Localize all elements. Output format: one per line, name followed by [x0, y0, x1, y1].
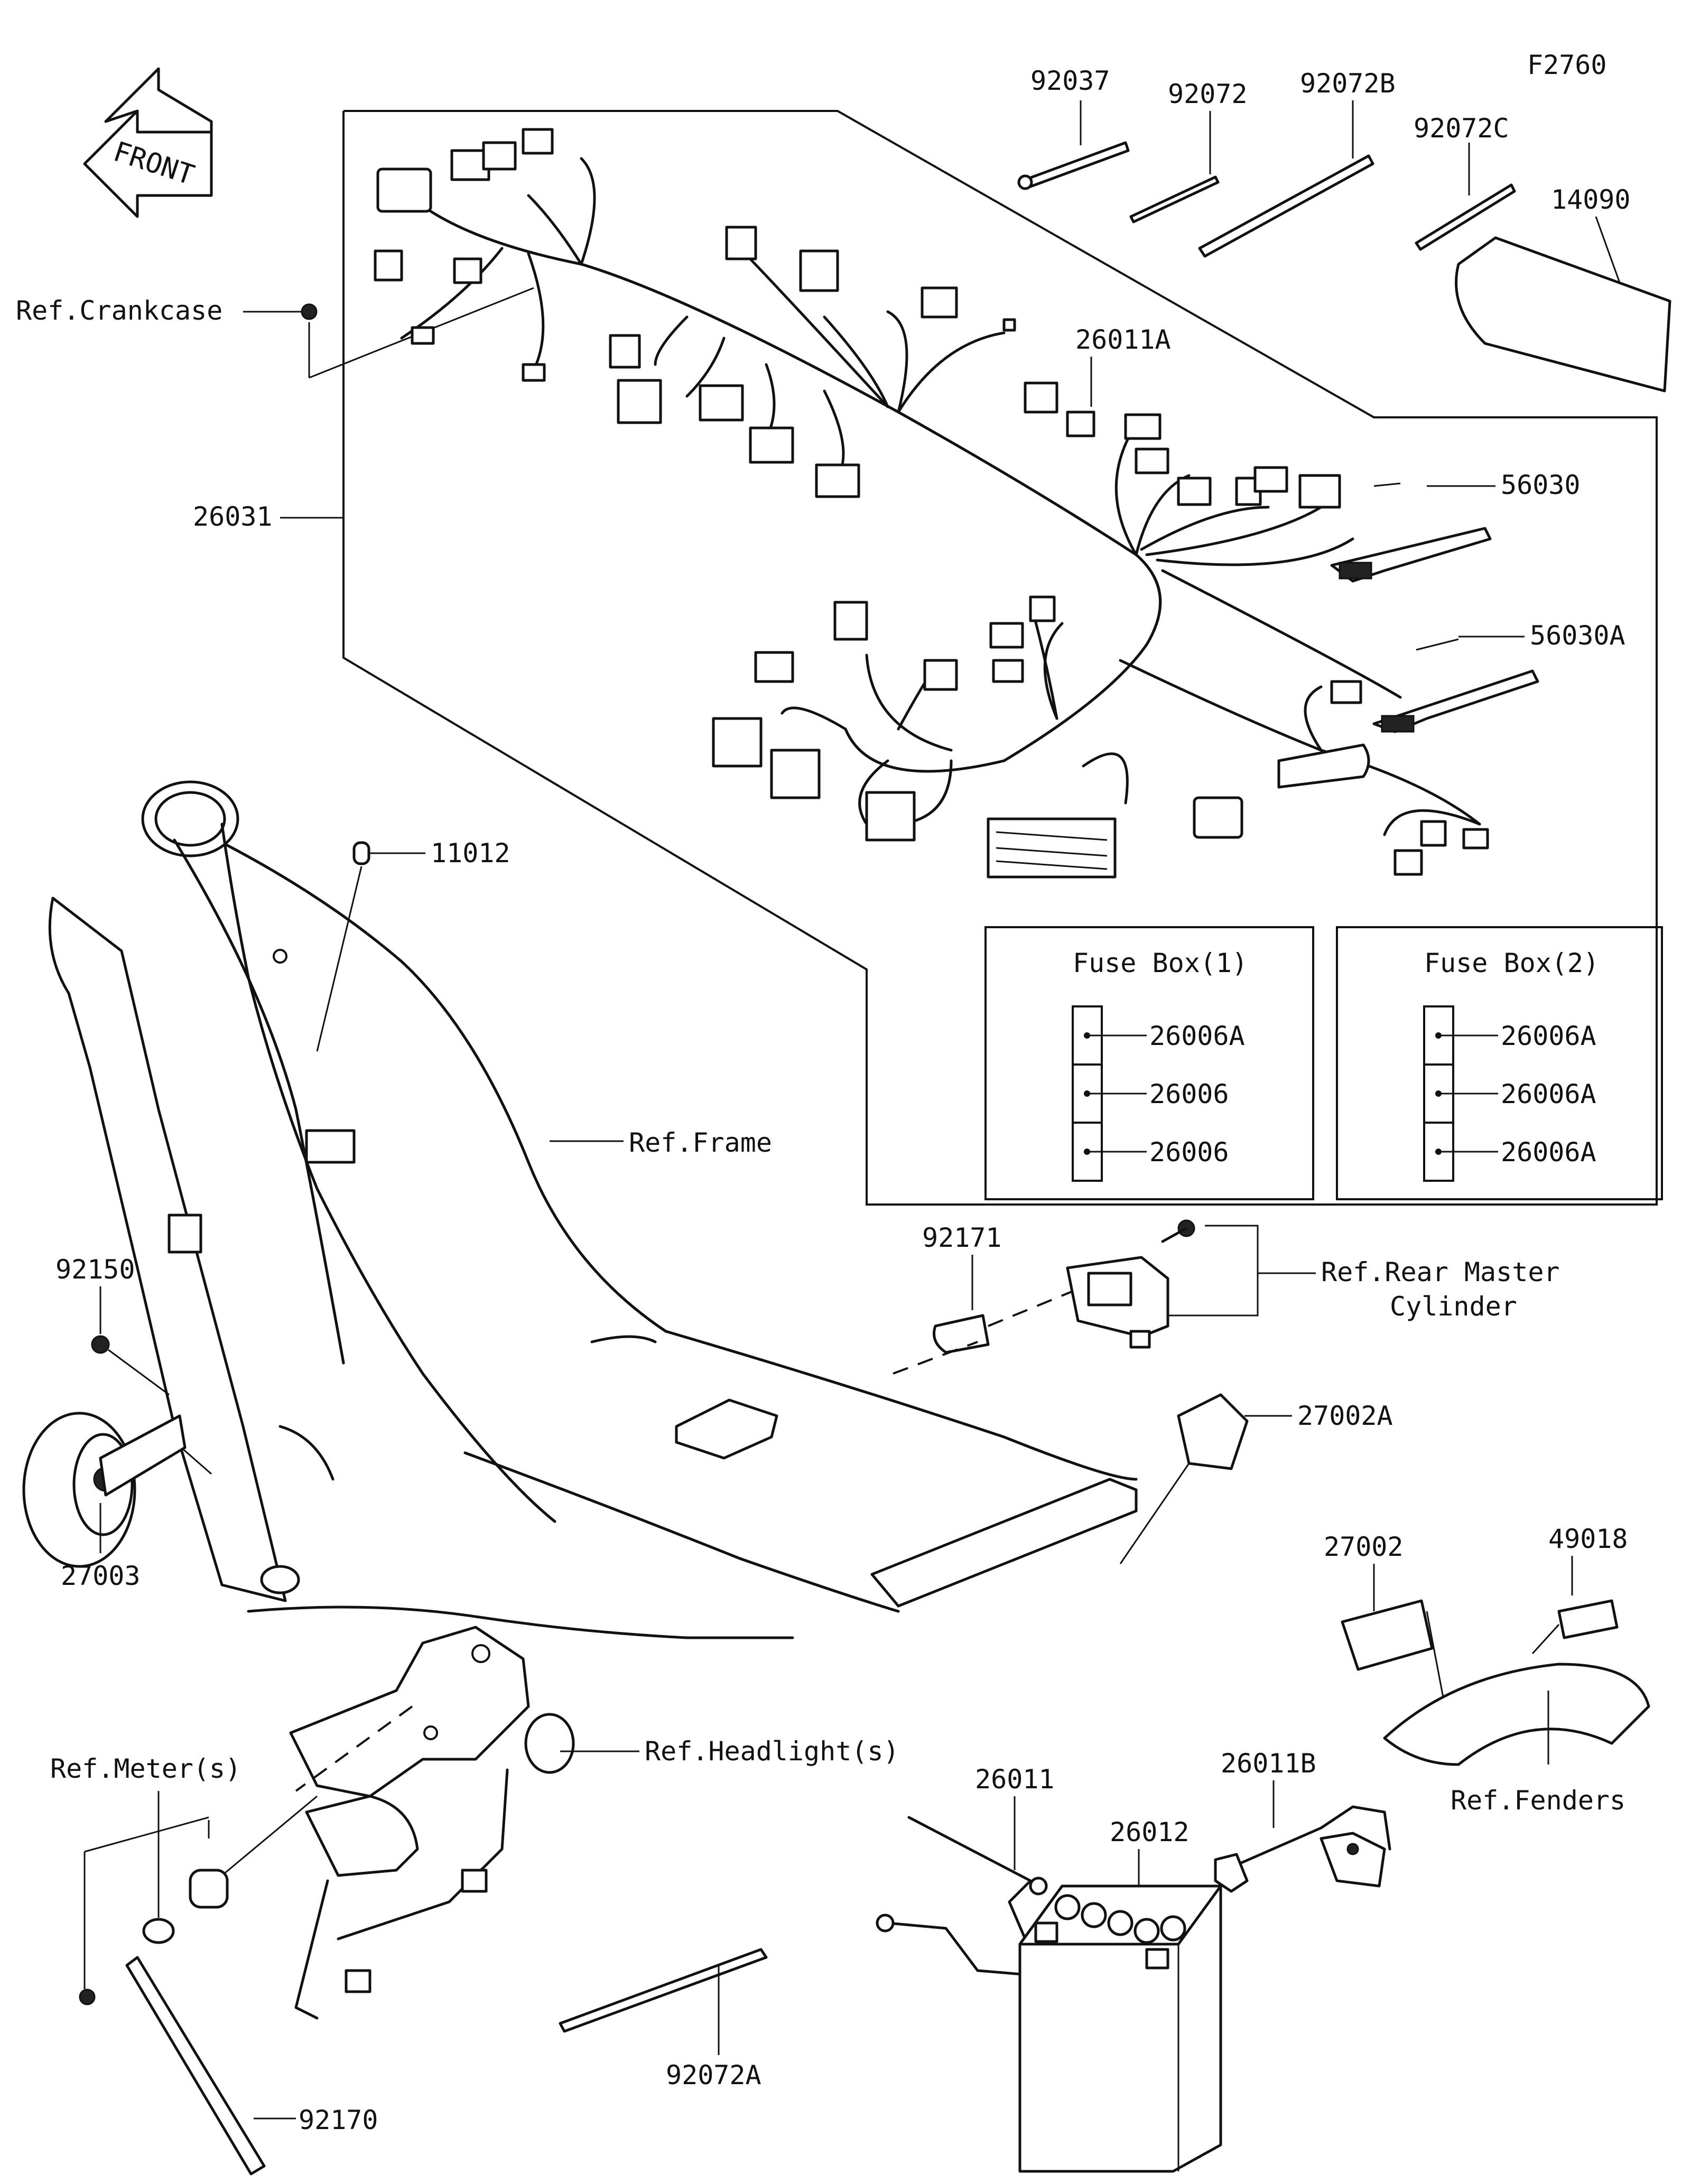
part-92072B	[1198, 100, 1374, 258]
main-wiring-harness	[374, 128, 1489, 879]
part-92072C	[1415, 143, 1516, 251]
harness-group-outline	[342, 110, 1658, 1206]
fuse-box-1-title: Fuse Box(1)	[1073, 948, 1248, 978]
part-92171	[933, 1314, 990, 1354]
label-49018: 49018	[1548, 1524, 1628, 1554]
label-27002: 27002	[1324, 1532, 1404, 1562]
washer	[142, 1918, 175, 1944]
fuse-2-3: 26006A	[1501, 1137, 1596, 1168]
part-92072	[1129, 111, 1220, 223]
part-56030	[1330, 482, 1492, 583]
label-14090: 14090	[1551, 184, 1631, 215]
fuse-1-1: 26006A	[1149, 1021, 1245, 1051]
label-26011: 26011	[975, 1764, 1055, 1795]
cable-26011B	[1235, 1805, 1391, 1866]
label-92072A: 92072A	[666, 2060, 761, 2090]
front-arrow-icon: FRONT	[83, 67, 213, 218]
label-26011A: 26011A	[1075, 324, 1171, 355]
part-27002	[1341, 1599, 1434, 1671]
fuse-1-2: 26006	[1149, 1079, 1229, 1109]
label-ref-meters: Ref.Meter(s)	[50, 1753, 241, 1784]
label-ref-fenders: Ref.Fenders	[1451, 1785, 1625, 1816]
rear-fender	[1383, 1663, 1650, 1766]
frame	[48, 780, 1138, 1639]
rear-master-cylinder	[1066, 1219, 1195, 1349]
label-26011B: 26011B	[1221, 1748, 1316, 1779]
crankcase-bolt	[301, 303, 318, 320]
part-49018	[1557, 1599, 1619, 1639]
part-92037	[1017, 100, 1130, 190]
battery-26012	[1018, 1884, 1222, 2173]
fuse-box-1: Fuse Box(1) 26006A 26006 26006	[984, 926, 1314, 1200]
bolt-92150	[91, 1335, 110, 1354]
label-92072B: 92072B	[1300, 68, 1396, 99]
label-92072: 92072	[1168, 79, 1248, 109]
headlight-bracket	[289, 1626, 575, 2020]
label-92072C: 92072C	[1414, 113, 1509, 144]
label-11012: 11012	[431, 838, 510, 869]
fuse-1-3: 26006	[1149, 1137, 1229, 1168]
part-56030A	[1372, 638, 1539, 733]
horn-27003	[22, 1412, 187, 1568]
label-56030A: 56030A	[1530, 620, 1625, 651]
cable-26011	[886, 1816, 1043, 1977]
part-92170	[125, 1956, 266, 2176]
label-ref-frame: Ref.Frame	[629, 1127, 772, 1158]
label-ref-headlights: Ref.Headlight(s)	[645, 1736, 899, 1767]
part-14090	[1455, 216, 1671, 393]
fuse-2-1: 26006A	[1501, 1021, 1596, 1051]
label-27003: 27003	[61, 1561, 141, 1591]
label-92171: 92171	[922, 1222, 1002, 1253]
fuse-2-2: 26006A	[1501, 1079, 1596, 1109]
part-27002A	[1177, 1393, 1249, 1470]
label-26031: 26031	[193, 501, 273, 532]
fuse-box-2-title: Fuse Box(2)	[1424, 948, 1599, 978]
label-92150: 92150	[55, 1254, 135, 1285]
label-ref-rear-master-2: Cylinder	[1390, 1291, 1517, 1322]
fuse-box-2: Fuse Box(2) 26006A 26006A 26006A	[1336, 926, 1663, 1200]
label-27002A: 27002A	[1297, 1401, 1393, 1431]
grommet	[189, 1869, 229, 1909]
meter-bolt	[79, 1989, 96, 2005]
label-ref-rear-master-1: Ref.Rear Master	[1321, 1257, 1560, 1287]
figure-code: F2760	[1527, 50, 1607, 80]
label-92170: 92170	[299, 2105, 378, 2135]
label-ref-crankcase: Ref.Crankcase	[16, 295, 222, 326]
label-56030: 56030	[1501, 470, 1581, 500]
part-11012	[352, 841, 370, 865]
label-92037: 92037	[1030, 66, 1110, 96]
part-92072A	[559, 1948, 768, 2033]
label-26012: 26012	[1110, 1817, 1190, 1847]
